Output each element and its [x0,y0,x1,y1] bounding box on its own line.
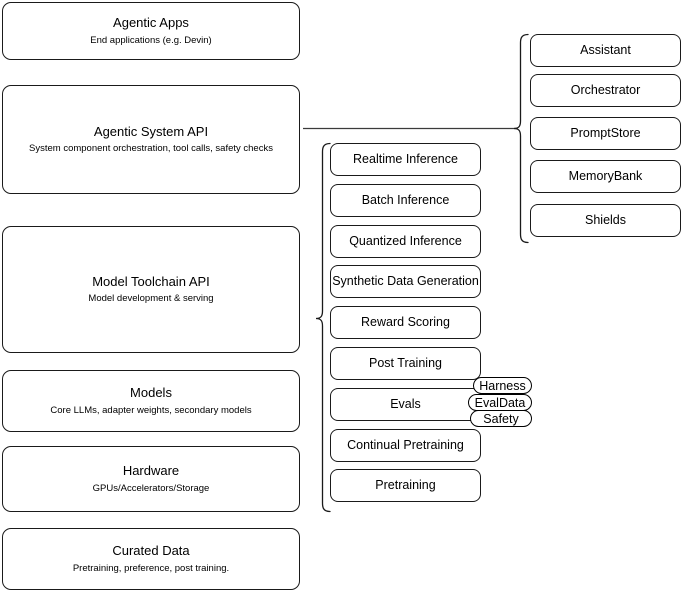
toolchain-component-label: Reward Scoring [361,315,450,330]
stack-layer-hardware[interactable]: Hardware GPUs/Accelerators/Storage [2,446,300,512]
toolchain-component-label: Pretraining [375,478,436,493]
toolchain-component-label: Batch Inference [361,193,450,208]
stack-layer-subtitle: Pretraining, preference, post training. [72,562,230,574]
system-component-orchestrator[interactable]: Orchestrator [530,74,681,107]
stack-layer-subtitle: End applications (e.g. Devin) [90,34,212,46]
system-component-label: Orchestrator [570,83,641,98]
toolchain-component-label: Synthetic Data Generation [332,274,479,289]
evals-subcomponent-harness[interactable]: Harness [473,377,532,394]
toolchain-component-label: Evals [390,397,421,412]
system-component-memorybank[interactable]: MemoryBank [530,160,681,193]
toolchain-component-synthetic-data-generation[interactable]: Synthetic Data Generation [330,265,481,298]
stack-layer-title: Curated Data [112,543,190,559]
toolchain-component-evals[interactable]: Evals [330,388,481,421]
evals-subcomponent-label: Harness [479,378,526,393]
evals-subcomponent-safety[interactable]: Safety [470,410,532,427]
evals-subcomponent-label: EvalData [474,395,526,410]
stack-layer-models[interactable]: Models Core LLMs, adapter weights, secon… [2,370,300,432]
stack-layer-title: Agentic System API [93,123,209,139]
toolchain-component-realtime-inference[interactable]: Realtime Inference [330,143,481,176]
stack-layer-subtitle: Core LLMs, adapter weights, secondary mo… [50,404,252,416]
stack-layer-subtitle: System component orchestration, tool cal… [29,143,273,155]
stack-layer-model-toolchain-api[interactable]: Model Toolchain API Model development & … [2,226,300,353]
toolchain-component-batch-inference[interactable]: Batch Inference [330,184,481,217]
system-component-label: PromptStore [570,126,641,141]
toolchain-component-pretraining[interactable]: Pretraining [330,469,481,502]
evals-subcomponent-evaldata[interactable]: EvalData [468,394,532,411]
toolchain-component-post-training[interactable]: Post Training [330,347,481,380]
system-component-label: Shields [585,213,626,228]
system-component-label: MemoryBank [568,169,643,184]
toolchain-component-reward-scoring[interactable]: Reward Scoring [330,306,481,339]
system-component-assistant[interactable]: Assistant [530,34,681,67]
system-component-label: Assistant [580,43,631,58]
stack-layer-title: Model Toolchain API [92,273,210,289]
toolchain-component-label: Continual Pretraining [347,438,464,453]
stack-layer-title: Models [130,385,172,401]
system-components-brace [513,33,529,244]
toolchain-component-label: Realtime Inference [353,152,458,167]
stack-layer-curated-data[interactable]: Curated Data Pretraining, preference, po… [2,528,300,590]
toolchain-component-label: Post Training [369,356,442,371]
toolchain-component-quantized-inference[interactable]: Quantized Inference [330,225,481,258]
stack-layer-agentic-apps[interactable]: Agentic Apps End applications (e.g. Devi… [2,2,300,60]
toolchain-component-label: Quantized Inference [349,234,462,249]
toolchain-components-brace [315,142,331,513]
toolchain-component-continual-pretraining[interactable]: Continual Pretraining [330,429,481,462]
system-component-promptstore[interactable]: PromptStore [530,117,681,150]
stack-layer-title: Agentic Apps [113,15,189,31]
evals-subcomponent-label: Safety [483,411,519,426]
stack-layer-subtitle: Model development & serving [88,293,214,305]
stack-layer-title: Hardware [122,463,180,479]
stack-layer-agentic-system-api[interactable]: Agentic System API System component orch… [2,85,300,194]
system-component-shields[interactable]: Shields [530,204,681,237]
stack-layer-subtitle: GPUs/Accelerators/Storage [92,482,210,494]
